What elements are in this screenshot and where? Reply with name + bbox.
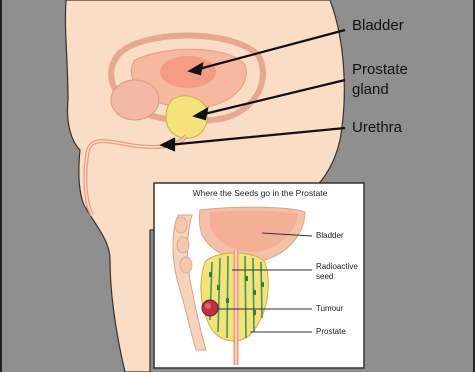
inset-tumour-highlight: [205, 303, 211, 309]
bladder-core: [160, 56, 216, 88]
inset-label-bladder: Bladder: [316, 231, 344, 241]
label-urethra: Urethra: [352, 118, 402, 138]
pubic-bone: [111, 80, 159, 120]
inset-label-seed-line1: Radioactive: [316, 262, 358, 272]
inset-label-tumour: Tumour: [316, 304, 343, 314]
label-prostate-line1: Prostate: [352, 60, 408, 80]
label-bladder: Bladder: [352, 16, 404, 36]
inset-label-prostate: Prostate: [316, 327, 346, 337]
label-prostate-line2: gland: [352, 80, 389, 100]
inset-label-seed-line2: seed: [316, 272, 333, 282]
inset-title: Where the Seeds go in the Prostate: [158, 188, 362, 198]
